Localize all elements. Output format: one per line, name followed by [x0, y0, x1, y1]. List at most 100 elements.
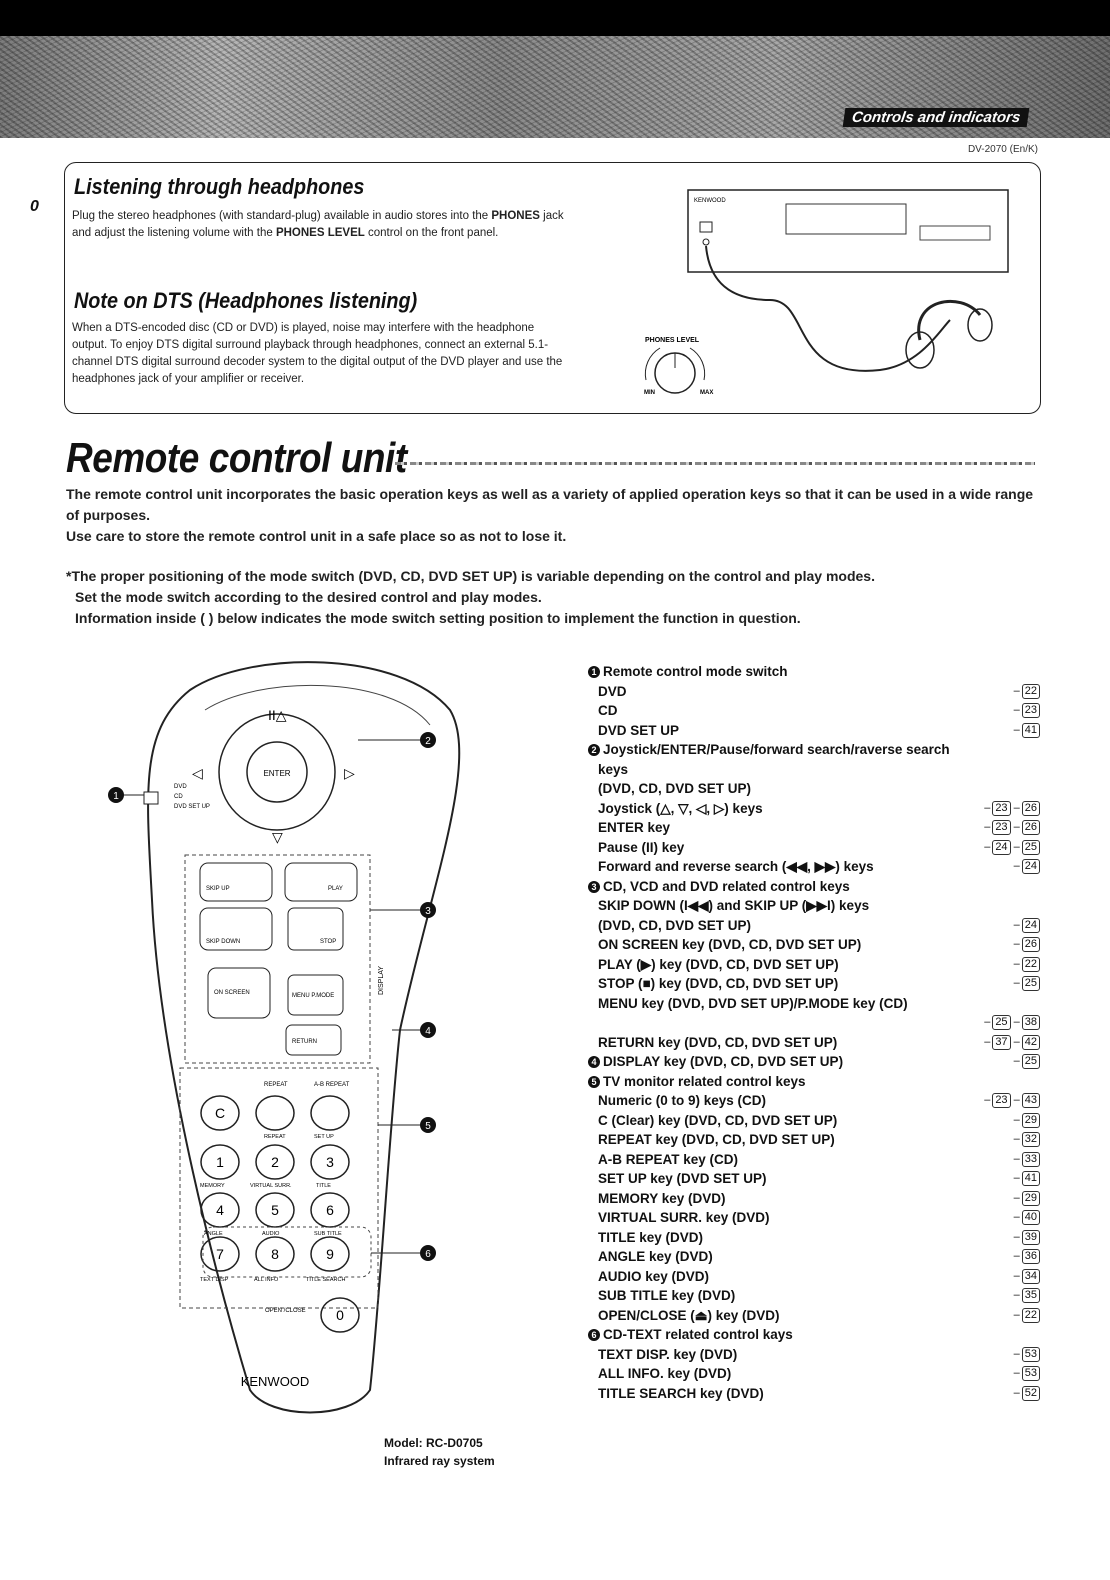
legend-text: AUDIO key (DVD): [598, 1268, 710, 1284]
legend-text: DVD SET UP: [598, 722, 680, 738]
play-key: [284, 862, 358, 902]
key-label: 4: [216, 1202, 224, 1218]
page-ref: 22: [1021, 1307, 1040, 1323]
legend-item: AUDIO key (DVD) –34: [588, 1267, 1040, 1287]
legend-number: 3: [588, 880, 600, 893]
legend-item: Forward and reverse search (◀◀, ▶▶) keys…: [588, 857, 1040, 877]
legend-text: ANGLE key (DVD): [598, 1249, 713, 1264]
knob-arc-left: [644, 347, 661, 381]
page-ref: 32: [1021, 1132, 1040, 1147]
page-ref: 41: [1021, 722, 1040, 738]
callout-2-number: 2: [425, 736, 431, 747]
page-ref: 22: [1021, 956, 1040, 972]
headphones-title: Listening through headphones: [74, 174, 365, 199]
key-label: 0: [336, 1307, 344, 1323]
legend-item: TITLE key (DVD) –39: [588, 1228, 1040, 1248]
page-ref: 23: [992, 800, 1011, 816]
page-references: –36: [1014, 1247, 1040, 1267]
key-label: 6: [326, 1202, 334, 1218]
legend-item: DVD –22: [588, 682, 1040, 702]
headphones-connection-figure: KENWOOD PHONES LEVEL MIN MAX: [644, 189, 1009, 396]
left-search-icon: ◁: [192, 765, 203, 781]
legend-item: SUB TITLE key (DVD) –35: [588, 1286, 1040, 1306]
legend-item: RETURN key (DVD, CD, DVD SET UP) –37 –42: [588, 1033, 1040, 1053]
key-label: 2: [271, 1154, 279, 1170]
legend-item: CD –23: [588, 701, 1040, 721]
legend-text: (DVD, CD, DVD SET UP): [598, 781, 752, 796]
legend-number: 1: [588, 666, 600, 678]
page-references: –22: [1014, 1306, 1040, 1326]
legend-text: CD, VCD and DVD related control keys: [603, 878, 850, 894]
on-screen-key: [207, 967, 271, 1019]
return-key: [285, 1024, 342, 1056]
stop-label: STOP: [320, 939, 336, 945]
legend-item: Numeric (0 to 9) keys (CD) –23 –43: [588, 1091, 1040, 1111]
left-margin-numeral: 0: [30, 198, 39, 215]
switch-label-cd: CD: [174, 794, 183, 800]
key-1: [200, 1144, 240, 1180]
page-ref: 35: [1021, 1288, 1040, 1303]
skip-down-label: SKIP DOWN: [206, 939, 240, 945]
page-ref: 39: [1021, 1229, 1040, 1245]
page-references: –32: [1014, 1130, 1040, 1150]
legend-text: REPEAT key (DVD, CD, DVD SET UP): [598, 1132, 835, 1147]
key-label: 5: [271, 1202, 279, 1218]
legend-text: Remote control mode switch: [603, 664, 788, 679]
page-title: Remote control unit: [66, 434, 407, 481]
legend-item: TITLE SEARCH key (DVD) –52: [588, 1384, 1040, 1404]
page-references: –41: [1014, 1169, 1040, 1189]
legend-number: 5: [588, 1075, 600, 1088]
page-references: –26: [1014, 935, 1040, 955]
ab-repeat-key: [310, 1095, 350, 1131]
on-screen-label: ON SCREEN: [214, 990, 250, 996]
legend-item: SKIP DOWN (I◀◀) and SKIP UP (▶▶I) keys: [588, 896, 1040, 916]
legend-text: OPEN/CLOSE (⏏) key (DVD): [598, 1307, 780, 1323]
page-ref: 25: [992, 1015, 1011, 1030]
page-ref: 26: [1021, 800, 1040, 816]
legend-item: A-B REPEAT key (CD) –33: [588, 1150, 1040, 1170]
page-ref: 38: [1021, 1015, 1040, 1030]
down-arrow-icon: ▽: [272, 829, 283, 845]
page-ref: 24: [1021, 859, 1040, 874]
legend-text: ENTER key: [598, 820, 671, 835]
legend-item: ALL INFO. key (DVD) –53: [588, 1364, 1040, 1384]
page-ref: 41: [1021, 1171, 1040, 1186]
callout-6-number: 6: [425, 1249, 431, 1260]
ab-repeat-top-label: A-B REPEAT: [314, 1082, 350, 1088]
legend-text: SKIP DOWN (I◀◀) and SKIP UP (▶▶I) keys: [598, 898, 870, 913]
legend-item: –25 –38: [588, 1013, 1040, 1033]
page-ref: 40: [1021, 1210, 1040, 1225]
callout-4-number: 4: [425, 1026, 431, 1037]
key-label: 1: [216, 1154, 224, 1170]
key-caption: REPEAT: [264, 1134, 286, 1140]
legend-text: PLAY (▶) key (DVD, CD, DVD SET UP): [598, 956, 839, 972]
menu-key: [287, 974, 344, 1016]
page-ref: 53: [1021, 1346, 1040, 1362]
front-panel-keys: [919, 225, 991, 241]
legend-item: C (Clear) key (DVD, CD, DVD SET UP) –29: [588, 1111, 1040, 1131]
key-9: [310, 1236, 350, 1272]
display-key-label: DISPLAY: [378, 966, 385, 995]
legend-number: 2: [588, 744, 600, 756]
legend-text: keys: [598, 761, 629, 777]
page-references: –52: [1014, 1384, 1040, 1404]
title-rule: [395, 462, 1035, 465]
menu-label: MENU P.MODE: [292, 993, 334, 999]
page-references: –25: [1014, 974, 1040, 994]
legend-text: Joystick/ENTER/Pause/forward search/rave…: [603, 742, 950, 757]
page-references: –53: [1014, 1345, 1040, 1365]
legend-text: DISPLAY key (DVD, CD, DVD SET UP): [603, 1054, 844, 1069]
legend-text: ALL INFO. key (DVD): [598, 1366, 732, 1381]
page-ref: 24: [1021, 917, 1040, 933]
skip-down-key: [199, 907, 273, 951]
legend-item: REPEAT key (DVD, CD, DVD SET UP) –32: [588, 1130, 1040, 1150]
page-references: –39: [1014, 1228, 1040, 1248]
key-7: [200, 1236, 240, 1272]
knob-max-label: MAX: [700, 390, 713, 396]
legend-text: Joystick (△, ▽, ◁, ▷) keys: [598, 800, 763, 816]
page-references: –23 –26: [984, 818, 1040, 838]
legend-text: TITLE SEARCH key (DVD): [598, 1385, 764, 1401]
page-ref: 37: [992, 1034, 1011, 1050]
page-references: –22: [1014, 682, 1040, 702]
callout-5: [420, 1117, 436, 1133]
